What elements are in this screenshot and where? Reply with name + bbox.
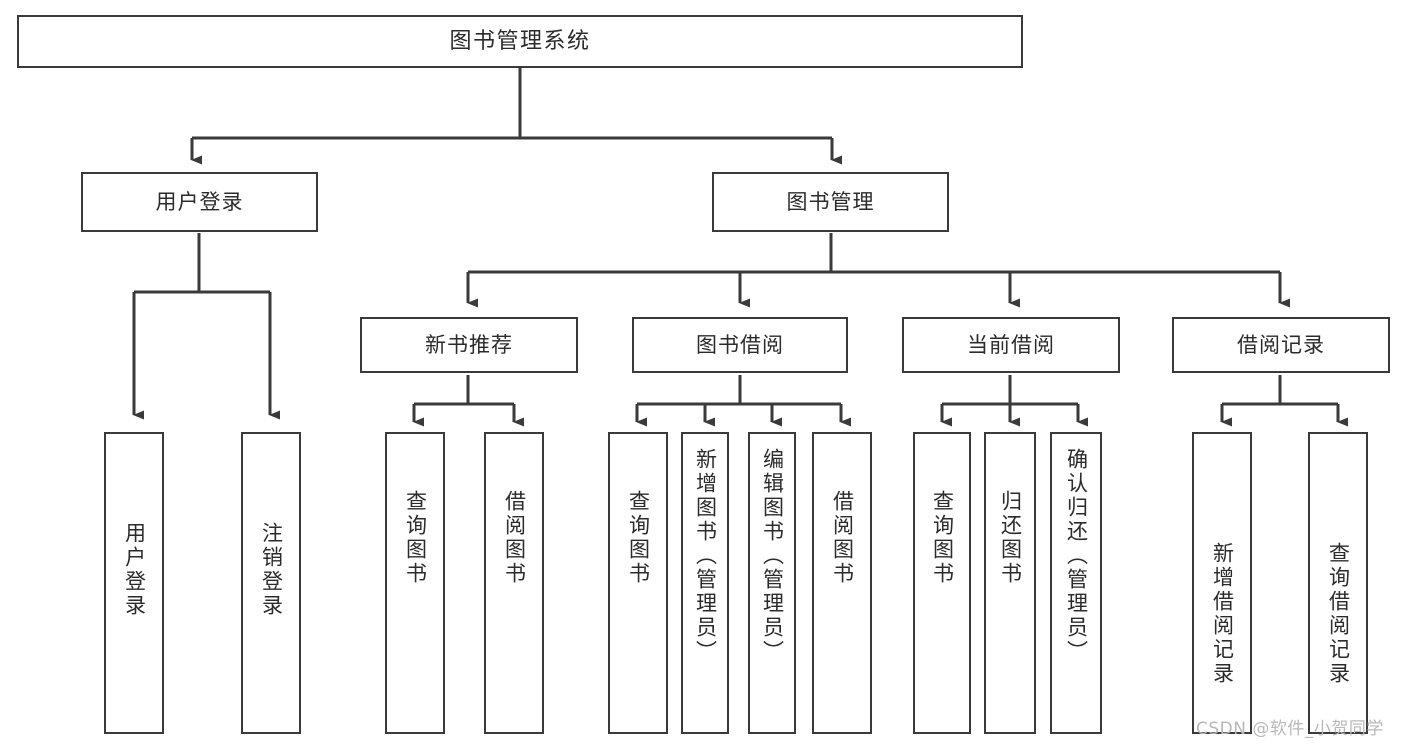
- leaf-logout[interactable]: 注销登录: [241, 432, 301, 734]
- node-borrow-record[interactable]: 借阅记录: [1172, 317, 1390, 373]
- node-label: 图书借阅: [696, 332, 784, 357]
- leaf-query-book-borrow[interactable]: 查询图书: [608, 432, 668, 734]
- node-label: 用户登录: [122, 522, 147, 618]
- node-label: 用户登录: [155, 189, 244, 214]
- node-label: 查询图书: [626, 490, 651, 586]
- node-label: 借阅记录: [1237, 332, 1325, 357]
- leaf-borrow-book-recommend[interactable]: 借阅图书: [484, 432, 544, 734]
- node-label: 借阅图书: [830, 490, 855, 586]
- node-label: 图书管理系统: [449, 28, 591, 54]
- leaf-user-login[interactable]: 用户登录: [104, 432, 164, 734]
- leaf-return-book[interactable]: 归还图书: [984, 432, 1036, 734]
- node-label: 查询图书: [403, 490, 428, 586]
- node-label: 图书管理: [786, 189, 875, 214]
- node-new-book-recommendation[interactable]: 新书推荐: [360, 317, 578, 373]
- leaf-add-borrow-record[interactable]: 新增借阅记录: [1192, 432, 1252, 734]
- node-label: 编辑图书（管理员）: [760, 448, 785, 664]
- node-label: 借阅图书: [502, 490, 527, 586]
- node-label: 查询图书: [930, 490, 955, 586]
- leaf-query-book-recommend[interactable]: 查询图书: [385, 432, 445, 734]
- leaf-borrow-book[interactable]: 借阅图书: [812, 432, 872, 734]
- node-root-book-management-system[interactable]: 图书管理系统: [17, 15, 1023, 68]
- node-user-login[interactable]: 用户登录: [81, 172, 318, 232]
- node-label: 归还图书: [998, 490, 1023, 586]
- node-label: 新增图书（管理员）: [693, 448, 718, 664]
- leaf-confirm-return-admin[interactable]: 确认归还（管理员）: [1050, 432, 1102, 734]
- node-book-management[interactable]: 图书管理: [712, 172, 949, 232]
- node-book-borrowing[interactable]: 图书借阅: [632, 317, 848, 373]
- leaf-add-book-admin[interactable]: 新增图书（管理员）: [681, 432, 729, 734]
- node-label: 新书推荐: [425, 332, 513, 357]
- node-label: 注销登录: [259, 522, 284, 618]
- node-label: 确认归还（管理员）: [1064, 448, 1089, 664]
- watermark: CSDN @软件_小贺同学: [1196, 719, 1384, 739]
- node-label: 新增借阅记录: [1210, 542, 1235, 686]
- node-current-borrowing[interactable]: 当前借阅: [902, 317, 1120, 373]
- leaf-query-book-current[interactable]: 查询图书: [913, 432, 971, 734]
- node-label: 当前借阅: [967, 332, 1055, 357]
- leaf-edit-book-admin[interactable]: 编辑图书（管理员）: [748, 432, 796, 734]
- leaf-query-borrow-record[interactable]: 查询借阅记录: [1308, 432, 1368, 734]
- node-label: 查询借阅记录: [1326, 542, 1351, 686]
